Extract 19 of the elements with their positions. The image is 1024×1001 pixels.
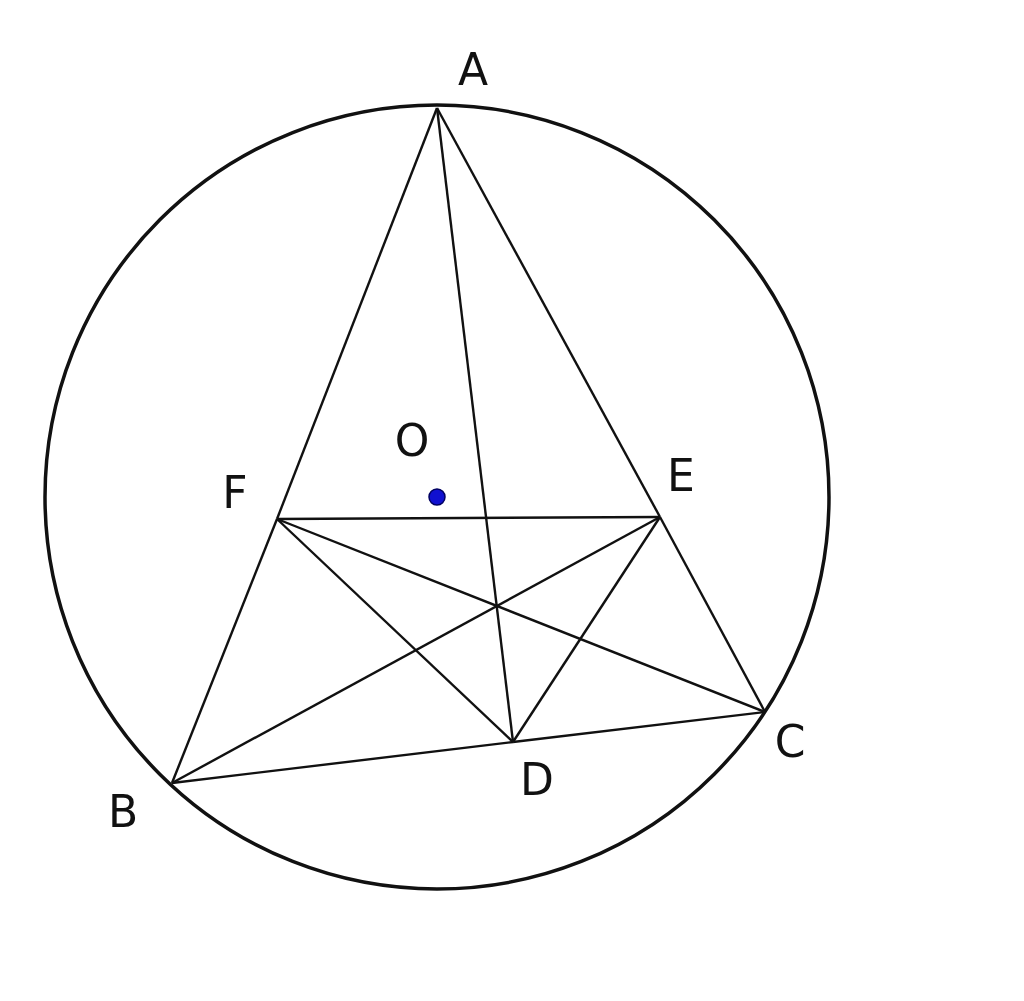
point-label: E: [659, 450, 703, 502]
line-segment: [658, 516, 767, 713]
point-label: C: [768, 716, 812, 768]
point-label: O: [393, 415, 431, 467]
point-label: A: [451, 44, 495, 96]
line-segment: [276, 518, 514, 743]
point-label: D: [515, 754, 559, 806]
line-segment: [170, 518, 279, 784]
line-segment: [276, 517, 766, 714]
line-segment: [435, 107, 515, 743]
line-segment: [435, 107, 662, 518]
line-segment: [277, 515, 660, 521]
point-label: F: [213, 467, 257, 519]
line-segment: [171, 740, 514, 785]
line-segment: [275, 107, 439, 520]
line-segment: [512, 516, 661, 743]
line-segment: [171, 515, 661, 785]
point-label: B: [101, 786, 145, 838]
line-segment: [512, 710, 766, 744]
